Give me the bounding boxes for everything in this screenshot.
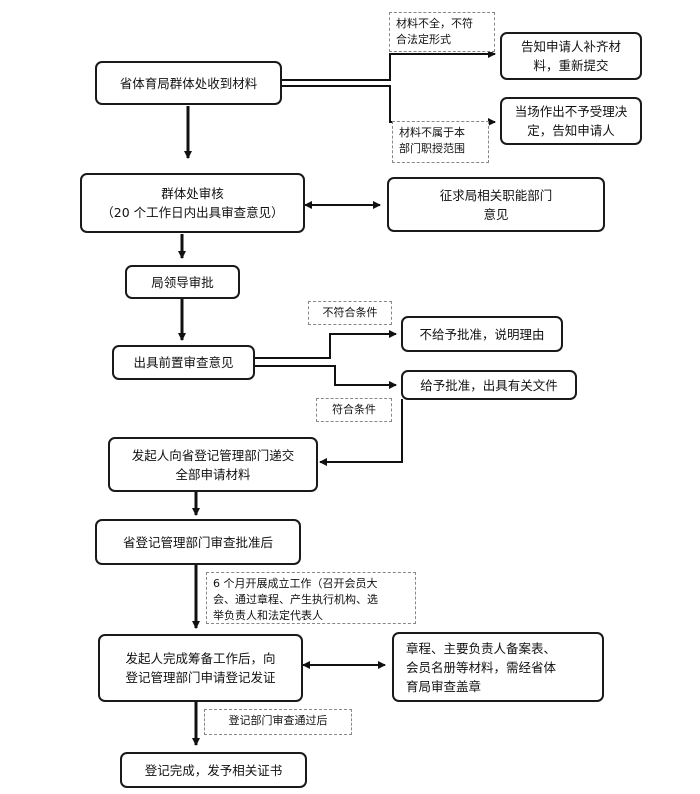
node-prep-complete: 发起人完成筹备工作后，向 登记管理部门申请登记发证 <box>98 634 303 702</box>
node-deny-approval: 不给予批准，说明理由 <box>401 316 563 352</box>
note-out-of-scope: 材料不属于本 部门职授范围 <box>392 121 489 163</box>
note-registration-passed: 登记部门审查通过后 <box>204 709 352 735</box>
node-submit-application: 发起人向省登记管理部门递交 全部申请材料 <box>108 437 318 492</box>
node-leader-approval: 局领导审批 <box>125 265 240 299</box>
note-not-qualified: 不符合条件 <box>308 301 392 325</box>
node-notify-rejection: 当场作出不予受理决 定，告知申请人 <box>500 97 642 145</box>
note-six-months: 6 个月开展成立工作（召开会员大 会、通过章程、产生执行机构、选 举负责人和法定… <box>206 572 416 624</box>
note-materials-incomplete: 材料不全，不符 合法定形式 <box>389 12 495 52</box>
node-group-review: 群体处审核 （20 个工作日内出具审查意见） <box>80 173 305 233</box>
node-province-approval: 省登记管理部门审查批准后 <box>95 519 301 565</box>
node-registration-complete: 登记完成，发予相关证书 <box>120 752 307 788</box>
arrow-receive-to-supplement <box>282 50 496 81</box>
node-grant-approval: 给予批准，出具有关文件 <box>401 370 577 400</box>
node-notify-supplement: 告知申请人补齐材 料，重新提交 <box>500 32 642 80</box>
node-pre-review-opinion: 出具前置审查意见 <box>112 345 255 380</box>
node-required-documents: 章程、主要负责人备案表、 会员名册等材料，需经省体 育局审查盖章 <box>392 632 604 702</box>
arrow-opinion-to-deny <box>255 330 397 359</box>
note-qualified: 符合条件 <box>316 398 392 422</box>
arrow-receive-to-reject <box>282 85 496 126</box>
node-receive-materials: 省体育局群体处收到材料 <box>95 61 282 105</box>
arrow-approve-to-submit <box>319 399 403 466</box>
node-consult-departments: 征求局相关职能部门 意见 <box>387 177 605 232</box>
arrow-opinion-to-approve <box>255 365 397 389</box>
